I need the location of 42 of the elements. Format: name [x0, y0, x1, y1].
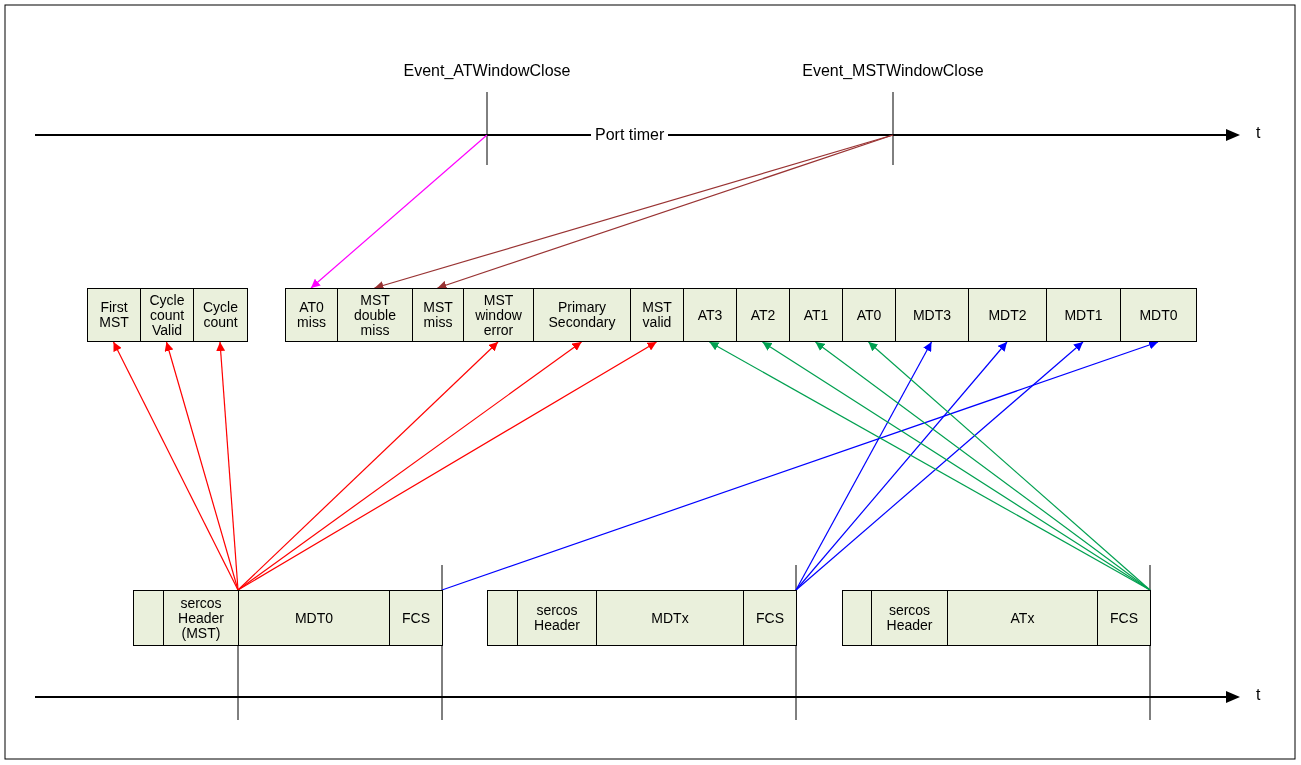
frame-field [842, 590, 872, 646]
frame-field: sercos Header [517, 590, 597, 646]
register-field: MST valid [630, 288, 684, 342]
register-field: First MST [87, 288, 141, 342]
register-field: MDT3 [895, 288, 969, 342]
frame-field: MDTx [596, 590, 744, 646]
arrow [112, 341, 239, 591]
arrow [310, 134, 488, 289]
arrow [237, 341, 583, 591]
frame-field [133, 590, 164, 646]
register-field: AT0 miss [285, 288, 338, 342]
arrow [795, 341, 1008, 591]
frame-field: MDT0 [238, 590, 390, 646]
frame-field: ATx [947, 590, 1098, 646]
event-label: Event_MSTWindowClose [801, 62, 985, 80]
frame-field: FCS [743, 590, 797, 646]
register-field: AT3 [683, 288, 737, 342]
register-field: AT0 [842, 288, 896, 342]
axis-label: t [1256, 686, 1261, 704]
arrow [216, 341, 239, 591]
register-field: MDT0 [1120, 288, 1197, 342]
register-field: Cycle count [193, 288, 248, 342]
register-field: AT1 [789, 288, 843, 342]
frame-field: FCS [1097, 590, 1151, 646]
frame-field: FCS [389, 590, 443, 646]
register-field: MST window error [463, 288, 534, 342]
arrow [237, 341, 658, 591]
register-field: Cycle count Valid [140, 288, 194, 342]
event-label: Event_ATWindowClose [402, 62, 572, 80]
register-field: AT2 [736, 288, 790, 342]
register-field: MST double miss [337, 288, 413, 342]
arrow [795, 341, 1084, 591]
register-field: MST miss [412, 288, 464, 342]
register-field: Primary Secondary [533, 288, 631, 342]
arrow [867, 341, 1151, 591]
register-field: MDT1 [1046, 288, 1121, 342]
arrow [441, 340, 1159, 591]
frame-field: sercos Header (MST) [163, 590, 239, 646]
register-field: MDT2 [968, 288, 1047, 342]
axis-label: t [1256, 124, 1261, 142]
frame-field [487, 590, 518, 646]
frame-field: sercos Header [871, 590, 948, 646]
